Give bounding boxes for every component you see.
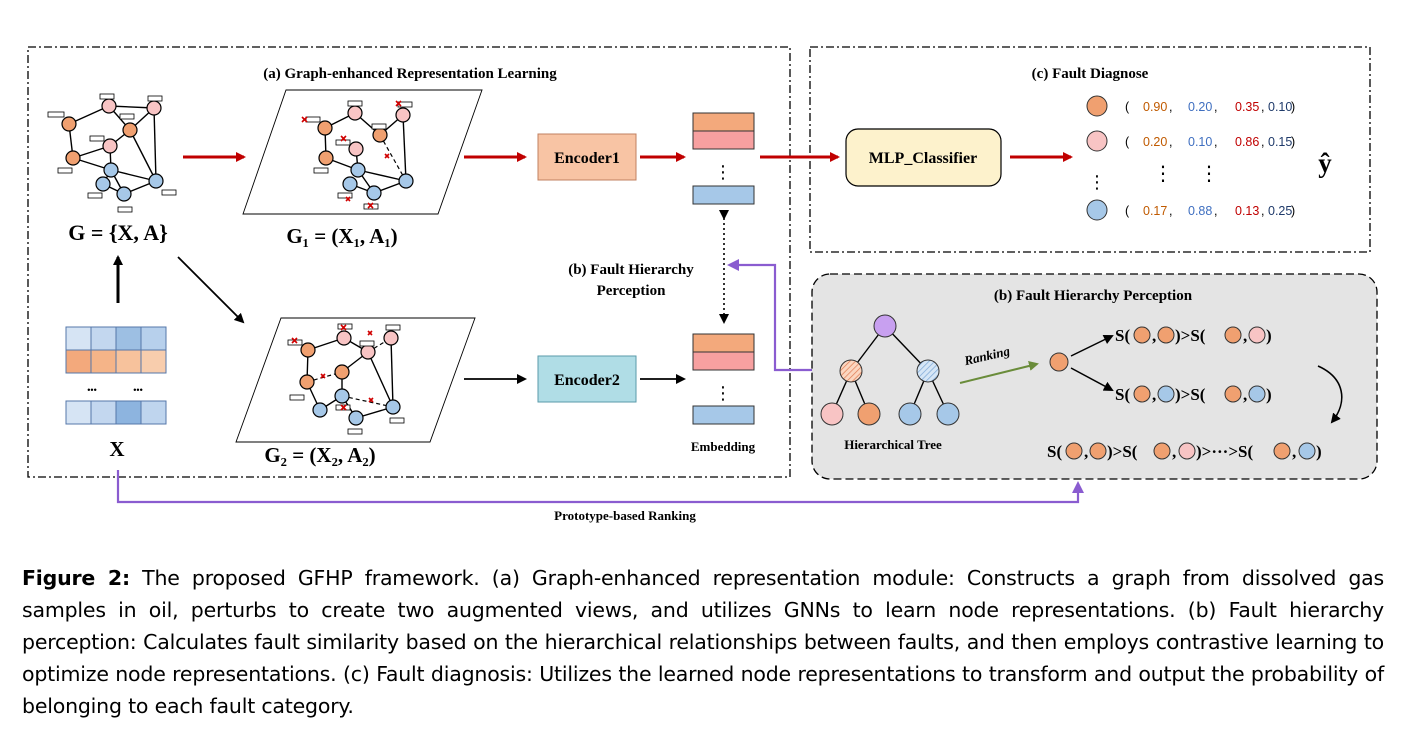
svg-text:,: , (1292, 442, 1296, 461)
svg-text:,: , (1152, 385, 1156, 404)
view1-graph (301, 100, 414, 210)
prob-comma: , (1261, 100, 1264, 114)
panel-a-title: (a) Graph-enhanced Representation Learni… (263, 66, 557, 82)
svg-text:S(: S( (1047, 442, 1062, 461)
prob-paren-open: ( (1125, 135, 1130, 149)
prob-value: 0.15 (1268, 135, 1292, 149)
prob-comma: , (1169, 204, 1172, 218)
prob-value: 0.20 (1143, 135, 1167, 149)
panel-b-title: (b) Fault Hierarchy Perception (994, 288, 1193, 304)
prob-value: 0.10 (1268, 100, 1292, 114)
curved-arrow (1317, 365, 1343, 424)
encoder2-box (537, 355, 637, 403)
output-nodes-ellipsis: ⋮ (1088, 172, 1106, 192)
mlp-classifier-box (845, 128, 1002, 187)
prob-value: 0.88 (1188, 204, 1212, 218)
hierarchical-tree (820, 314, 960, 426)
encoder2-label: Encoder2 (554, 372, 620, 389)
feature-label: X (109, 437, 124, 461)
feature-dots-left: ••• (87, 385, 96, 395)
prob-paren-open: ( (1125, 204, 1130, 218)
prob-ellipsis-1: ⋮ (1153, 163, 1173, 185)
output-y-hat: ŷ (1318, 148, 1332, 178)
svg-text:,: , (1172, 442, 1176, 461)
framework-figure: (a) Graph-enhanced Representation Learni… (27, 46, 1378, 523)
svg-text:,: , (1152, 326, 1156, 345)
prototype-ranking-arrow (116, 470, 1084, 504)
prob-comma: , (1214, 100, 1217, 114)
caption-label: Figure 2: (22, 566, 130, 590)
prob-comma: , (1214, 204, 1217, 218)
prob-value: 0.13 (1235, 204, 1259, 218)
svg-text:S(: S( (1115, 326, 1130, 345)
prob-value: 0.35 (1235, 100, 1259, 114)
prob-comma: , (1261, 135, 1264, 149)
prob-comma: , (1261, 204, 1264, 218)
prob-value: 0.90 (1143, 100, 1167, 114)
caption-text: The proposed GFHP framework. (a) Graph-e… (22, 566, 1384, 718)
prob-comma: , (1214, 135, 1217, 149)
output-nodes (1086, 95, 1108, 221)
mlp-classifier-label: MLP_Classifier (869, 150, 977, 167)
view2-graph (287, 323, 405, 435)
panel-c-frame (809, 46, 1371, 253)
view2-label: G₂ = (X₂, A₂) (264, 443, 375, 467)
middle-label-line1: (b) Fault Hierarchy (568, 262, 694, 278)
embedding-1-ellipsis: ⋮ (714, 162, 732, 182)
prob-value: 0.17 (1143, 204, 1167, 218)
prototype-ranking-label: Prototype-based Ranking (554, 508, 696, 523)
svg-text:): ) (1316, 442, 1322, 461)
arrow-g-to-view2 (177, 256, 245, 324)
embedding-stack-2 (692, 333, 755, 425)
anchor-arrow-up (1070, 335, 1114, 357)
svg-text:)>S(: )>S( (1175, 385, 1206, 404)
svg-text:)>S(: )>S( (1107, 442, 1138, 461)
prob-value: 0.10 (1188, 135, 1212, 149)
prob-paren-close: ) (1291, 100, 1295, 114)
svg-text:)>S(: )>S( (1175, 326, 1206, 345)
svg-text:S(: S( (1115, 385, 1130, 404)
panel-c-title: (c) Fault Diagnose (1032, 66, 1149, 82)
prob-ellipsis-2: ⋮ (1199, 163, 1219, 185)
tree-label: Hierarchical Tree (844, 437, 942, 452)
svg-text:): ) (1266, 326, 1272, 345)
feature-matrix (65, 326, 167, 425)
purple-arrow-to-middle (727, 259, 812, 372)
graph-g-label: G = {X, A} (68, 220, 168, 245)
similarity-rule-1: S( , )>S( , ) (1115, 326, 1272, 345)
similarity-chain: S( , )>S( , )>···>S( , ) (1047, 442, 1322, 461)
prob-paren-open: ( (1125, 100, 1130, 114)
svg-text:,: , (1243, 326, 1247, 345)
anchor-node (1049, 352, 1069, 372)
view1-label: G₁ = (X₁, A₁) (286, 224, 397, 248)
prob-comma: , (1169, 135, 1172, 149)
original-graph (47, 93, 177, 213)
prob-value: 0.20 (1188, 100, 1212, 114)
similarity-rule-2: S( , )>S( , ) (1115, 385, 1272, 404)
panel-a-frame (27, 46, 791, 478)
panel-b-frame (811, 273, 1378, 480)
embedding-stack-1 (692, 112, 755, 205)
probability-rows: (0.90,0.20,0.35,0.10)(0.20,0.10,0.86,0.1… (1125, 100, 1295, 218)
encoder1-box (537, 133, 637, 181)
embedding-label: Embedding (691, 439, 756, 454)
svg-text:)>···>S(: )>···>S( (1196, 442, 1253, 461)
ranking-arrow (959, 361, 1039, 384)
prob-paren-close: ) (1291, 204, 1295, 218)
middle-label-line2: Perception (597, 283, 667, 299)
encoder1-label: Encoder1 (554, 150, 620, 167)
prob-value: 0.25 (1268, 204, 1292, 218)
figure-caption: Figure 2: The proposed GFHP framework. (… (22, 562, 1384, 722)
view2-plane (235, 317, 476, 443)
feature-dots-right: ••• (133, 385, 142, 395)
svg-text:,: , (1084, 442, 1088, 461)
prob-comma: , (1169, 100, 1172, 114)
prob-paren-close: ) (1291, 135, 1295, 149)
svg-text:,: , (1243, 385, 1247, 404)
svg-text:): ) (1266, 385, 1272, 404)
anchor-arrow-down (1070, 367, 1114, 391)
prob-value: 0.86 (1235, 135, 1259, 149)
embedding-2-ellipsis: ⋮ (714, 383, 732, 403)
